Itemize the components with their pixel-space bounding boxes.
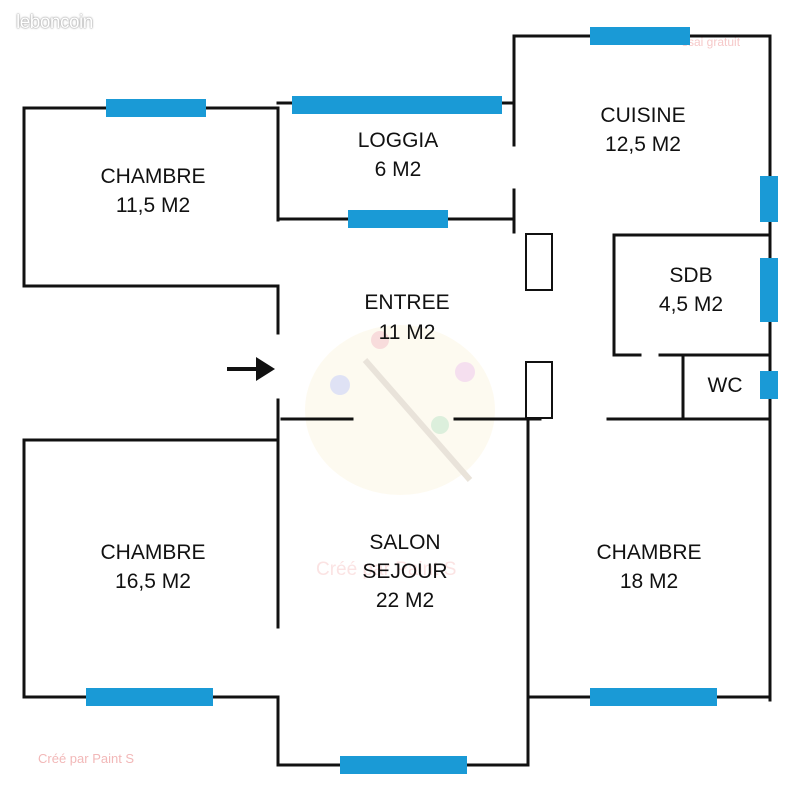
room-loggia-area: 6 M2 (375, 158, 422, 181)
window-chambre-se (590, 688, 717, 706)
window-cuisine-east (760, 176, 778, 222)
window-sdb-east (760, 258, 778, 322)
room-salon-area: 22 M2 (376, 589, 434, 612)
wall-sdb (612, 233, 772, 357)
window-wc-east (760, 371, 778, 399)
window-loggia-north (292, 96, 502, 114)
room-salon-name2: SEJOUR (362, 560, 447, 583)
room-chambre-se-name: CHAMBRE (596, 541, 701, 564)
room-sdb-area: 4,5 M2 (659, 293, 723, 316)
room-entree-area: 11 M2 (379, 321, 436, 344)
room-wc-name: WC (708, 374, 743, 397)
room-chambre-nw-name: CHAMBRE (100, 165, 205, 188)
watermark-corner-text: ssai gratuit (682, 35, 741, 49)
room-cuisine-area: 12,5 M2 (605, 133, 681, 156)
window-loggia-south (348, 210, 448, 228)
room-sdb-name: SDB (669, 264, 712, 287)
columns (525, 233, 553, 419)
column-lower (525, 361, 553, 419)
wall-salon-south (276, 695, 530, 767)
window-chambre-nw (106, 99, 206, 117)
palette-watermark (305, 325, 495, 495)
watermark-center-text: Créé par Paint S (316, 559, 457, 580)
windows (86, 27, 778, 774)
window-cuisine-north (590, 27, 690, 45)
room-chambre-nw-area: 11,5 M2 (116, 194, 190, 217)
brand-logo: leboncoin (16, 12, 93, 33)
room-chambre-sw-name: CHAMBRE (100, 541, 205, 564)
window-salon-south (340, 756, 467, 774)
room-entree-name: ENTREE (364, 291, 449, 314)
wall-chambre-sw (22, 438, 280, 699)
watermark-footer-text: Créé par Paint S (38, 751, 135, 766)
room-chambre-se-area: 18 M2 (620, 570, 678, 593)
window-chambre-sw (86, 688, 213, 706)
room-cuisine-name: CUISINE (600, 104, 685, 127)
column-upper (525, 233, 553, 291)
arrow-right-icon (227, 357, 275, 381)
room-salon-name: SALON (369, 531, 440, 554)
room-chambre-sw-area: 16,5 M2 (115, 570, 191, 593)
room-loggia-name: LOGGIA (358, 129, 439, 152)
